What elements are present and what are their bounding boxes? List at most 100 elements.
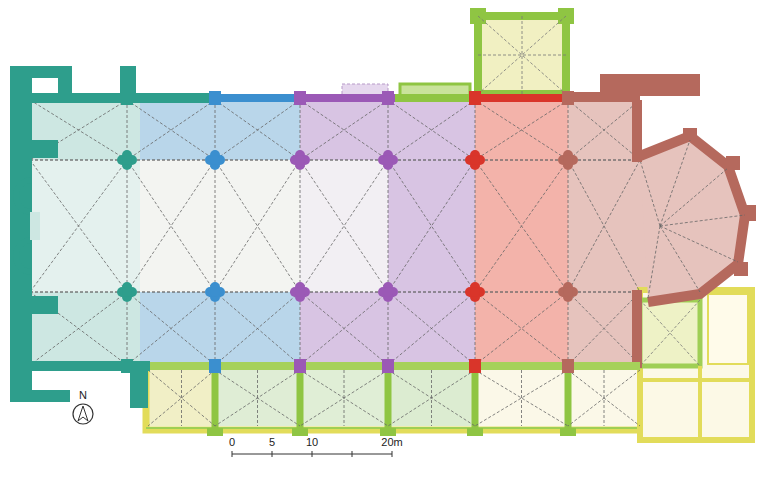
chapel-outer-wall [146, 368, 640, 430]
north-wall [300, 94, 395, 102]
north-wall [475, 94, 568, 102]
north-porch [400, 8, 574, 96]
pier-lobe [470, 287, 480, 297]
wall-pier [469, 91, 481, 105]
vault-rib [30, 160, 127, 161]
apse [640, 128, 756, 302]
vault-rib [215, 160, 300, 292]
vault-rib [181, 370, 182, 426]
north-wall [395, 94, 475, 102]
sacristy-wall [640, 366, 752, 440]
pier [465, 282, 485, 302]
sacristy-room [708, 294, 748, 364]
pier-lobe [210, 155, 220, 165]
vault-rib [568, 160, 640, 161]
vault-rib [127, 292, 215, 365]
sacristy [640, 290, 752, 440]
vault-rib [475, 100, 568, 160]
vault-rib [215, 292, 216, 365]
vault-rib [568, 100, 640, 160]
vault-rib [257, 370, 258, 426]
pier-lobe [383, 155, 393, 165]
vault-rib [388, 370, 475, 426]
sacristy-vault [640, 300, 700, 366]
vault-rib [388, 370, 475, 426]
vault-rib [215, 100, 300, 160]
wall-pier [121, 91, 133, 105]
vault-rib [388, 100, 475, 160]
north-wall [10, 93, 215, 103]
pier-lobe [295, 155, 305, 165]
vault-rib [30, 160, 127, 292]
vault-rib [300, 160, 388, 161]
vault-rib [475, 292, 476, 365]
purple-bay-fill [388, 160, 475, 292]
vault-rib [127, 292, 128, 365]
vault-rib [215, 292, 300, 365]
west-buttress [10, 296, 58, 314]
vault-rib [300, 160, 388, 292]
vault-rib [640, 160, 660, 226]
wall-pier [469, 359, 481, 373]
red-bay-fill [475, 100, 568, 365]
pier-lobe [563, 155, 573, 165]
chancel-wall [632, 100, 642, 162]
pier-lobe [470, 155, 480, 165]
vault-rib [431, 370, 432, 426]
purple-bay-fill [300, 292, 475, 365]
vault-rib [660, 226, 700, 292]
vault-rib [521, 370, 522, 426]
blue-bay-fill [140, 100, 300, 160]
vault-rib [475, 370, 568, 426]
nave-fill [140, 160, 300, 292]
vault-rib [475, 160, 568, 161]
vault-rib [215, 292, 300, 293]
vault-rib [215, 292, 300, 293]
pier [378, 150, 398, 170]
pier [558, 282, 578, 302]
west-wall [10, 66, 32, 401]
wall-pier [382, 91, 394, 105]
wall-pier [562, 359, 574, 373]
vault-rib [300, 292, 301, 365]
vault-rib [30, 160, 127, 161]
pier [205, 150, 225, 170]
vault-rib [127, 160, 215, 292]
pier-lobe [383, 287, 393, 297]
wall-pier [382, 359, 394, 373]
purple-bay-fill [300, 100, 475, 160]
chancel-fill [568, 100, 640, 160]
vault-rib [475, 292, 568, 365]
piers [117, 91, 578, 373]
vault-rib [215, 370, 300, 426]
pier [558, 150, 578, 170]
vault-rib [215, 160, 216, 292]
chancel-fill [568, 160, 648, 292]
chapel [568, 370, 640, 426]
vault-rib [475, 160, 476, 292]
vault-rib [148, 370, 215, 426]
north-arrow-circle [73, 404, 93, 424]
vault-rib [568, 292, 640, 365]
vault-rib [388, 160, 389, 292]
north-arrow-head [78, 406, 88, 421]
pier-lobe [295, 287, 305, 297]
vault-rib [475, 160, 568, 161]
vault-rib [604, 370, 605, 426]
pier [117, 282, 137, 302]
vault-rib [568, 292, 640, 293]
pier-lobe [122, 287, 132, 297]
west-portal [30, 212, 40, 240]
vault-rib [475, 292, 568, 365]
vault-rib [475, 370, 568, 426]
chapel [215, 370, 300, 426]
vault-rib [568, 160, 569, 292]
vault-rib [660, 226, 738, 262]
vault-rib [215, 160, 300, 292]
north-wall [215, 94, 300, 102]
vault-rib [475, 292, 568, 293]
vault-rib [475, 160, 568, 292]
vault-rib [127, 100, 215, 160]
vault-rib [300, 292, 388, 293]
chancel-fill [568, 292, 640, 365]
